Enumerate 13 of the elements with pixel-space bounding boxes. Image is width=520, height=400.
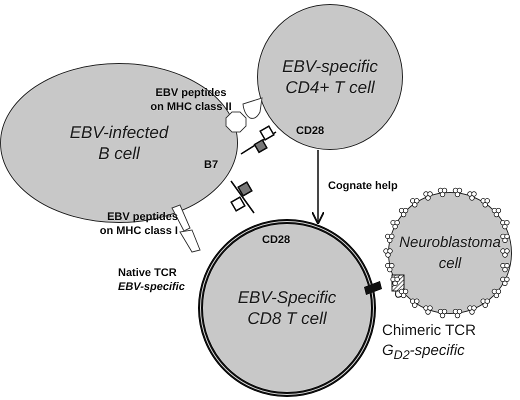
molecule-label: Native TCR <box>118 266 177 280</box>
molecule-label: EBV-specific <box>118 280 185 294</box>
cell-label: EBV-infected B cell <box>68 122 170 164</box>
edge-label: Cognate help <box>328 178 398 193</box>
molecule-label: CD28 <box>296 124 324 138</box>
molecule-label: CD28 <box>262 233 290 247</box>
cell-label: EBV-specific CD4+ T cell <box>281 56 379 98</box>
molecule-label: Chimeric TCR <box>382 322 476 340</box>
molecule-label: B7 <box>204 158 218 172</box>
arrow <box>311 150 325 225</box>
molecule-label: G$_{D2}$-specific <box>382 342 465 364</box>
cell-label: Neuroblastoma cell <box>398 233 502 274</box>
cell-label: EBV-Specific CD8 T cell <box>236 287 338 329</box>
